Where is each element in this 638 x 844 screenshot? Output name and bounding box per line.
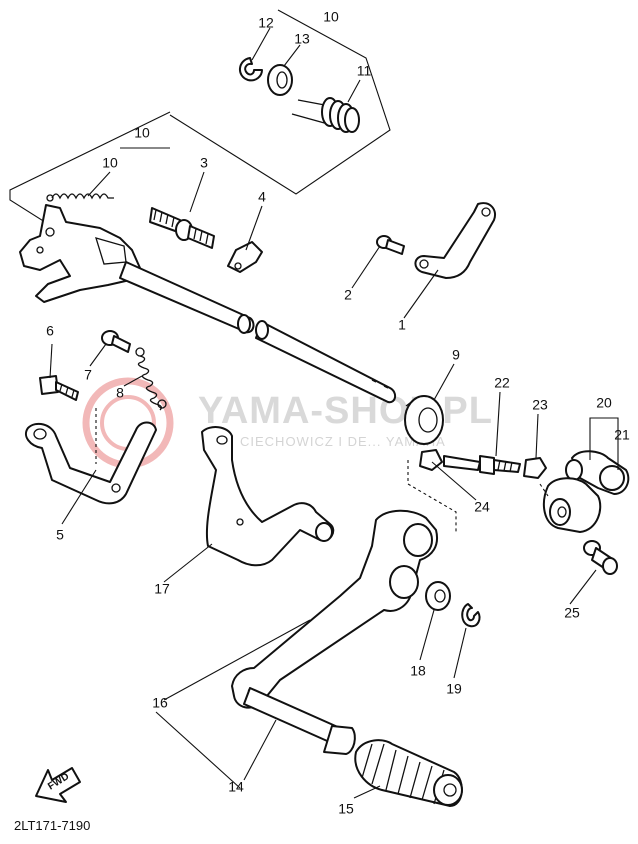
callout-17: 16: [152, 695, 168, 711]
watermark-subtitle: CIECHOWICZ I DE... YAMAHA: [240, 434, 446, 449]
callout-19: 18: [410, 663, 426, 679]
callout-25: 24: [474, 499, 490, 515]
part-18-lever: [201, 426, 335, 567]
callout-8: 8: [116, 385, 124, 401]
part-2-bolt: [376, 235, 405, 255]
part-1-arm: [414, 202, 496, 279]
callout-13: 12: [258, 15, 274, 31]
part-7-bolt: [101, 330, 131, 353]
group-10-top-bracket: [169, 9, 391, 195]
callout-18: 17: [154, 581, 170, 597]
callout-16: 15: [338, 801, 354, 817]
callout-21: 20: [596, 395, 612, 411]
callout-1: 1: [398, 317, 406, 333]
callout-26: 25: [564, 605, 580, 621]
callout-7: 7: [84, 367, 92, 383]
part-14-washer: [267, 64, 293, 96]
callout-15: 14: [228, 779, 244, 795]
callout-10-top: 10: [323, 9, 339, 25]
callout-9: 9: [452, 347, 460, 363]
guide-dashed-25: [407, 460, 457, 532]
part-21-rod-end: [542, 477, 602, 533]
part-4-plate: [227, 241, 263, 273]
callout-6: 6: [46, 323, 54, 339]
part-5-arm: [24, 421, 157, 505]
callout-12: 11: [357, 63, 372, 79]
callout-11: 10: [102, 155, 118, 171]
part-6-bolt: [39, 375, 79, 401]
part-25-nut: [419, 449, 443, 471]
callout-4: 4: [258, 189, 266, 205]
part-20-circlip: [461, 603, 481, 628]
part-8-spring: [135, 347, 167, 411]
part-12-torsion-spring: [291, 97, 360, 133]
part-22-rod-end: [565, 450, 630, 495]
watermark-title: YAMA-SHOP.PL: [198, 390, 493, 432]
guide-dashed-24: [539, 483, 549, 497]
part-19-washer: [425, 581, 451, 611]
fwd-arrow-icon: FWD: [35, 767, 81, 803]
part-9-oil-seal: [404, 395, 444, 445]
shift-shaft-assembly: [19, 204, 396, 404]
callout-20: 19: [446, 681, 462, 697]
callout-14: 13: [294, 31, 310, 47]
part-24-nut: [523, 457, 547, 479]
part-15-rod: [243, 687, 356, 755]
callout-2: 2: [344, 287, 352, 303]
leader-lines: [49, 27, 619, 799]
part-23-joint-rod: [443, 455, 521, 475]
callout-23: 22: [494, 375, 510, 391]
callout-5: 5: [56, 527, 64, 543]
callout-3: 3: [200, 155, 208, 171]
part-3-stopper-bolt: [149, 207, 215, 249]
callout-24: 23: [532, 397, 548, 413]
part-code: 2LT171-7190: [14, 818, 91, 833]
part-16-rubber: [354, 739, 463, 807]
part-13-circlip: [239, 57, 263, 82]
callout-numbers: 10 12 13 11 10 10 3 4 2 1 9 6 7 8 5 17 1…: [46, 9, 630, 817]
callout-22: 21: [614, 427, 630, 443]
callout-10-main: 10: [134, 125, 150, 141]
part-11-spring: [46, 193, 114, 202]
part-26-bolt: [583, 540, 618, 575]
